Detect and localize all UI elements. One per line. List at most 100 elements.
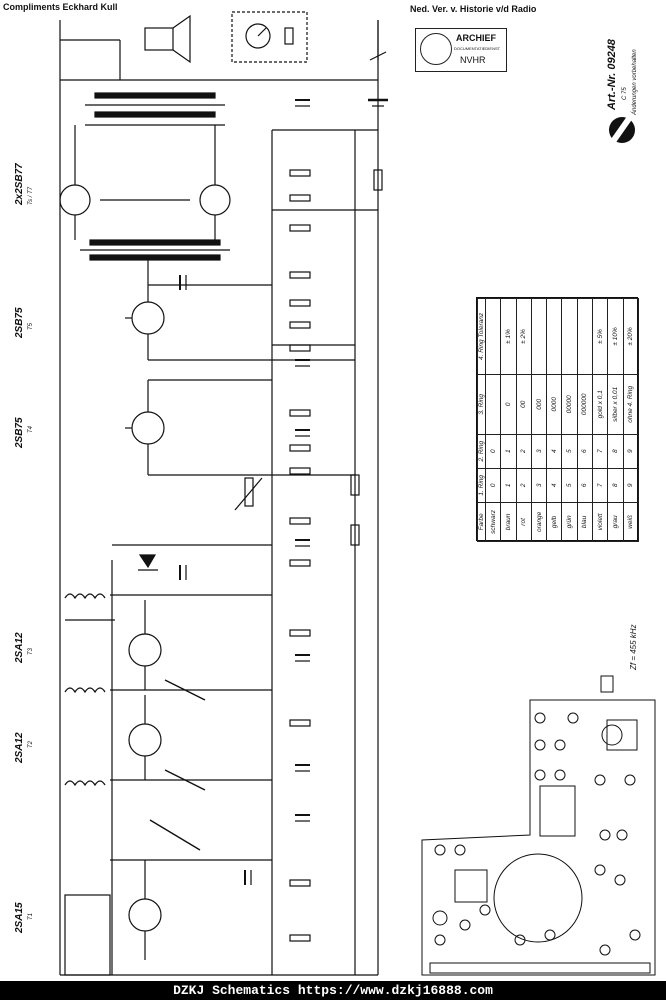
transistor-label: 2SA12: [14, 632, 25, 663]
article-model: C 75: [622, 87, 628, 100]
table-cell: 9: [623, 434, 639, 469]
table-cell: schwarz: [485, 502, 501, 542]
transistor-label: 2SA12: [14, 732, 25, 763]
compliments-credit: Compliments Eckhard Kull: [3, 2, 118, 12]
transistor-ref: T2: [28, 740, 34, 748]
stamp-line3: NVHR: [460, 55, 486, 65]
transistor-ref: T5: [28, 322, 34, 330]
header-cell: Farbe: [477, 502, 486, 542]
table-cell: [485, 374, 501, 435]
table-cell: 2: [516, 434, 532, 469]
table-cell: grün: [561, 502, 578, 542]
transistor-t4: [131, 411, 165, 445]
table-cell: ± 10%: [607, 298, 624, 375]
header-cell: 2. Ring: [477, 434, 486, 469]
table-cell: 0: [500, 374, 517, 435]
table-cell: 000: [531, 374, 547, 435]
article-number: Art.-Nr. 09248: [606, 39, 618, 110]
transistor-t1: [128, 898, 162, 932]
header-cell: 4. Ring Toleranz: [477, 298, 486, 375]
transistor-label: 2SA15: [14, 902, 25, 933]
pcb-speaker-outline: [493, 853, 583, 943]
table-cell: [531, 298, 547, 375]
table-cell: 0: [485, 434, 501, 469]
transistor-ref: T3: [28, 647, 34, 655]
table-cell: [577, 298, 593, 375]
table-cell: silber x 0,01: [607, 374, 624, 435]
table-cell: weiß: [623, 502, 639, 542]
table-cell: ± 20%: [623, 298, 639, 375]
site-footer: DZKJ Schematics https://www.dzkj16888.co…: [0, 981, 666, 1000]
table-cell: gold x 0,1: [592, 374, 608, 435]
transistor-label: 2SB75: [14, 307, 25, 338]
table-cell: 7: [592, 434, 608, 469]
table-cell: rot: [516, 502, 532, 542]
transistor-ref: T1: [28, 912, 34, 920]
table-cell: 9: [623, 468, 639, 503]
table-cell: 5: [561, 468, 578, 503]
table-cell: 4: [546, 434, 562, 469]
table-cell: braun: [500, 502, 517, 542]
transistor-ref: Ts / T7: [28, 186, 34, 205]
stamp-line1: ARCHIEF: [456, 33, 496, 43]
table-header-row: Farbe 1. Ring 2. Ring 3. Ring 4. Ring To…: [477, 298, 486, 542]
header-cell: 3. Ring: [477, 374, 486, 435]
pcb-layout: [421, 675, 656, 976]
table-cell: 4: [546, 468, 562, 503]
transistor-t3: [128, 633, 162, 667]
table-cell: 0: [485, 468, 501, 503]
transistor-t6: [59, 184, 91, 216]
table-cell: violett: [592, 502, 608, 542]
table-cell: 0000: [546, 374, 562, 435]
transistor-label: 2SB75: [14, 417, 25, 448]
transistor-t2: [128, 723, 162, 757]
detector-diode: [138, 554, 157, 569]
meter-symbol: [245, 23, 271, 49]
table-cell: 2: [516, 468, 532, 503]
table-cell: [485, 298, 501, 375]
driver-transformer-core: [89, 239, 221, 246]
header-cell: 1. Ring: [477, 468, 486, 503]
article-note: Änderungen vorbehalten: [632, 49, 638, 115]
ferrite-antenna-frame: [64, 894, 111, 976]
table-cell: 6: [577, 468, 593, 503]
table-cell: 00000: [561, 374, 578, 435]
table-cell: 8: [607, 434, 624, 469]
table-cell: blau: [577, 502, 593, 542]
archive-note: Ned. Ver. v. Historie v/d Radio: [410, 4, 537, 14]
table-cell: 1: [500, 434, 517, 469]
table-cell: 000000: [577, 374, 593, 435]
archive-stamp: ARCHIEF DOCUMENTATIEDIENST NVHR: [415, 28, 507, 72]
table-cell: [546, 298, 562, 375]
speaker-symbol: [144, 27, 174, 51]
table-cell: grau: [607, 502, 624, 542]
table-cell: 6: [577, 434, 593, 469]
table-cell: 1: [500, 468, 517, 503]
table-cell: gelb: [546, 502, 562, 542]
color-code-table: Farbe 1. Ring 2. Ring 3. Ring 4. Ring To…: [476, 297, 639, 542]
transistor-label: 2x2SB77: [14, 163, 25, 205]
archive-seal-icon: [420, 33, 452, 65]
table-cell: ohne 4. Ring: [623, 374, 639, 435]
stamp-line2: DOCUMENTATIEDIENST: [454, 46, 501, 51]
transistor-ref: T4: [28, 425, 34, 433]
table-cell: ± 2%: [516, 298, 532, 375]
if-frequency-note: Zf = 455 kHz: [629, 624, 638, 670]
table-cell: ± 1%: [500, 298, 517, 375]
table-cell: 3: [531, 468, 547, 503]
earphone-jack-box: [231, 11, 308, 63]
table-cell: orange: [531, 502, 547, 542]
table-cell: 3: [531, 434, 547, 469]
table-cell: ± 5%: [592, 298, 608, 375]
transistor-t7: [199, 184, 231, 216]
